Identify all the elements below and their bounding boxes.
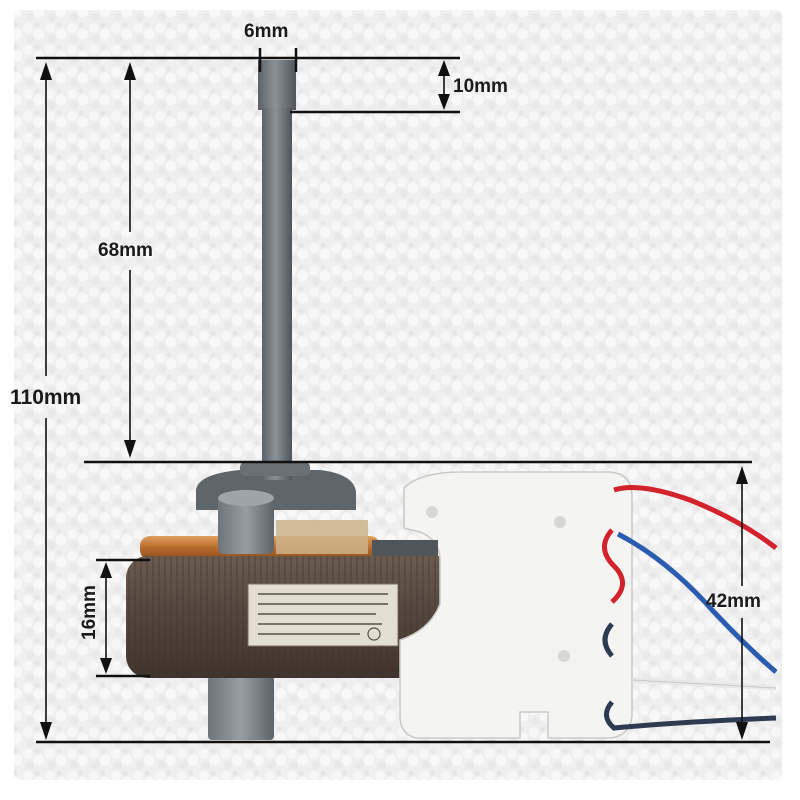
body-height-label: 42mm (706, 591, 761, 612)
shaft-length-label: 68mm (98, 240, 153, 261)
blue-wire (616, 531, 778, 674)
dimension-lines (36, 48, 770, 744)
terminal-block (399, 471, 633, 739)
front-bushing (218, 494, 274, 554)
shaft-diameter-label: 6mm (244, 21, 289, 42)
core-thickness-label: 16mm (79, 585, 100, 640)
flat-length-label: 10mm (453, 76, 508, 97)
motor-shaft (262, 108, 292, 480)
lower-bushing (208, 676, 274, 740)
total-height-label: 110mm (10, 386, 82, 409)
red-wire (613, 485, 778, 550)
shaft-flat (258, 60, 296, 110)
dark-wire (604, 700, 777, 731)
